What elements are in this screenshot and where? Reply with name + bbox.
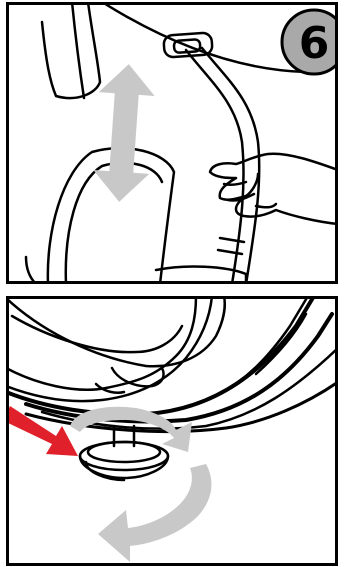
panel-height-adjustment: 6 xyxy=(6,2,338,284)
step-number: 6 xyxy=(299,18,330,69)
up-down-arrow-icon xyxy=(91,62,156,204)
backrest-outline xyxy=(42,2,100,98)
leveling-foot-illustration xyxy=(6,296,338,566)
height-adjustment-illustration: 6 xyxy=(6,2,338,284)
step-badge: 6 xyxy=(282,10,338,74)
hand xyxy=(210,154,338,224)
panel-leveling-foot xyxy=(6,296,338,566)
